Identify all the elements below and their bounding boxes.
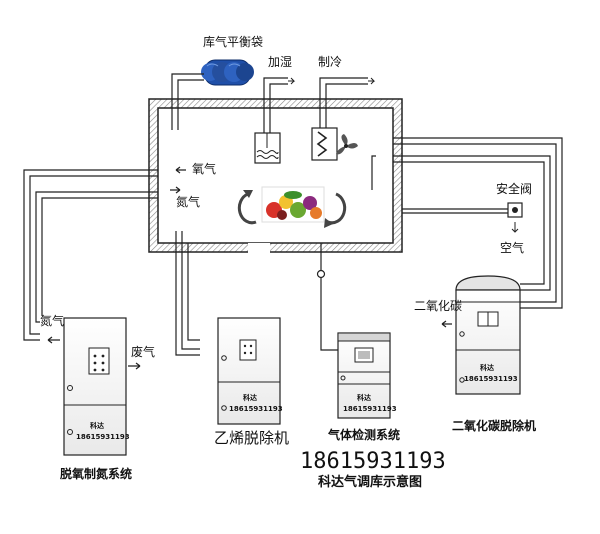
deox-phone: 18615931193 bbox=[76, 433, 130, 441]
rotate-left-icon bbox=[237, 192, 257, 225]
co2-removal-unit bbox=[455, 275, 521, 395]
deox-brand: 科达 bbox=[90, 421, 104, 430]
left-pipes bbox=[23, 169, 158, 341]
nitrogen-in-arrow-icon bbox=[170, 186, 181, 194]
refrigeration-arrow-icon bbox=[368, 77, 376, 85]
nitrogen-out-arrow-icon bbox=[47, 336, 60, 344]
gas-detect-unit bbox=[337, 332, 391, 419]
safety-valve-label: 安全阀 bbox=[496, 181, 532, 196]
ethylene-phone: 18615931193 bbox=[229, 405, 283, 413]
balloon-label: 库气平衡袋 bbox=[203, 34, 263, 49]
fruit-image bbox=[261, 186, 325, 223]
deox-unit bbox=[63, 317, 127, 456]
co2-label: 二氧化碳 bbox=[414, 299, 462, 313]
storage-room bbox=[148, 98, 403, 253]
co2-removal-phone: 18615931193 bbox=[464, 375, 518, 383]
gas-detect-name: 气体检测系统 bbox=[327, 427, 400, 442]
rotate-left-arrowhead-icon bbox=[243, 190, 253, 198]
gas-detect-phone: 18615931193 bbox=[343, 405, 397, 413]
rotate-right-arrowhead-icon bbox=[324, 218, 333, 228]
right-pipes bbox=[371, 137, 563, 309]
deox-name: 脱氧制氮系统 bbox=[60, 466, 132, 481]
co2-arrow-icon bbox=[441, 320, 452, 328]
balance-bag bbox=[201, 59, 254, 86]
air-label: 空气 bbox=[500, 240, 524, 255]
humidifier-pipe bbox=[263, 77, 288, 133]
humidifier-arrow-icon bbox=[288, 77, 296, 85]
co2-removal-brand: 科达 bbox=[480, 363, 494, 372]
ethylene-brand: 科达 bbox=[243, 393, 257, 402]
refrigeration-unit bbox=[311, 127, 358, 161]
waste-gas-arrow-icon bbox=[128, 362, 141, 370]
humidifier bbox=[254, 132, 281, 164]
oxygen-label: 氧气 bbox=[192, 161, 216, 176]
nitrogen-in-label: 氮气 bbox=[176, 194, 200, 209]
nitrogen-out-label: 氮气 bbox=[40, 313, 64, 328]
oxygen-arrow-icon bbox=[175, 166, 186, 174]
bottom-pipes bbox=[175, 231, 338, 356]
diagram-title: 科达气调库示意图 bbox=[318, 474, 422, 490]
gas-detect-brand: 科达 bbox=[357, 393, 371, 402]
balance-bag-pipe bbox=[171, 73, 204, 130]
phone-number-large: 18615931193 bbox=[300, 449, 446, 474]
safety-valve bbox=[507, 202, 523, 233]
waste-gas-label: 废气 bbox=[131, 344, 155, 359]
ethylene-name: 乙烯脱除机 bbox=[214, 429, 289, 447]
fan-icon bbox=[336, 134, 358, 155]
ethylene-unit bbox=[217, 317, 281, 425]
refrigeration-pipe bbox=[319, 77, 368, 128]
humidify-label: 加湿 bbox=[268, 54, 292, 69]
rotate-right-icon bbox=[327, 192, 347, 225]
refrigerate-label: 制冷 bbox=[318, 55, 342, 69]
co2-removal-name: 二氧化碳脱除机 bbox=[452, 418, 536, 433]
gas-detect-valve bbox=[316, 269, 326, 279]
